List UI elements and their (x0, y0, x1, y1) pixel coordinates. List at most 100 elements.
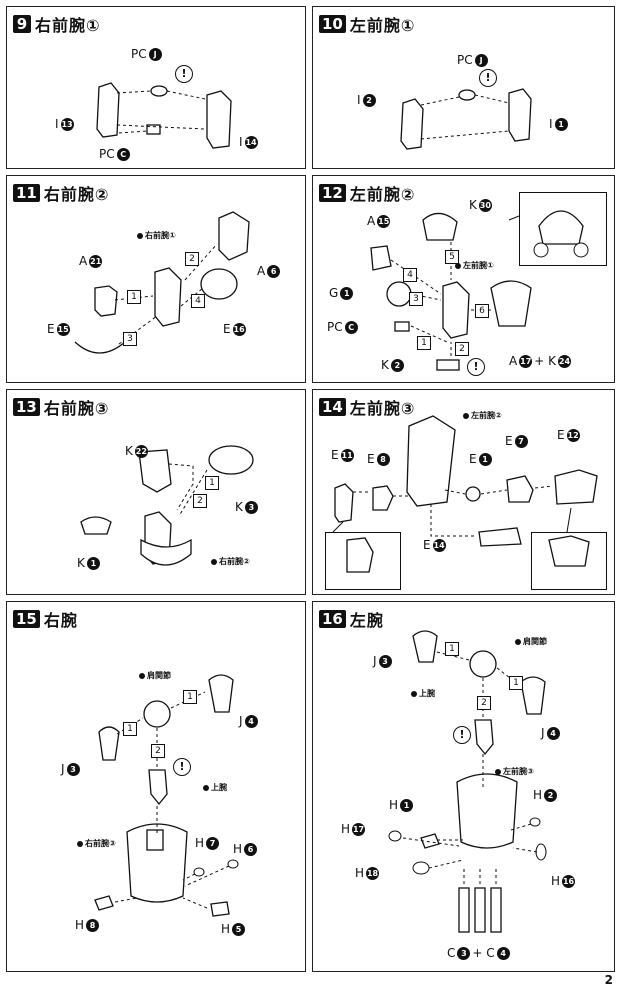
part-diagram (94, 674, 239, 917)
step-marker: 6 (475, 304, 489, 318)
step-number: 13 (13, 398, 40, 416)
step-title: 右前腕① (35, 16, 101, 35)
page-number: 2 (604, 973, 613, 987)
step-marker: 2 (185, 252, 199, 266)
panel-header: 13 右前腕③ (13, 395, 109, 419)
step-title: 右前腕② (43, 185, 110, 204)
caution-icon: ! (467, 358, 485, 376)
panel-header: 10 左前腕① (319, 12, 415, 36)
step-marker: 2 (193, 494, 207, 508)
reference-label: 肩関節 (515, 636, 547, 647)
reference-label: 右前腕① (137, 230, 176, 241)
panel-header: 12 左前腕② (319, 181, 415, 205)
step-title: 左前腕③ (349, 399, 416, 418)
step-marker: 1 (123, 722, 137, 736)
step-marker: 3 (123, 332, 137, 346)
step-marker: 1 (417, 336, 431, 350)
step-marker: 5 (445, 250, 459, 264)
step-marker: 2 (477, 696, 491, 710)
step-marker: 1 (127, 290, 141, 304)
part-diagram (80, 445, 254, 566)
step-number: 15 (13, 610, 40, 628)
step-number: 14 (319, 398, 346, 416)
step-number: 12 (319, 184, 346, 202)
step-number: 9 (13, 15, 31, 33)
reference-label: 左前腕② (463, 410, 502, 421)
step-marker: 1 (183, 690, 197, 704)
reference-label: 左前腕① (455, 260, 494, 271)
step-marker: 4 (191, 294, 205, 308)
part-diagram (388, 630, 547, 933)
part-diagram (74, 211, 250, 354)
step-marker: 4 (403, 268, 417, 282)
step-marker: 3 (409, 292, 423, 306)
reference-label: 左前腕③ (495, 766, 534, 777)
reference-label: 肩関節 (139, 670, 171, 681)
caution-icon: ! (453, 726, 471, 744)
reference-label: 上腕 (411, 688, 435, 699)
part-diagram (332, 415, 598, 573)
caution-icon: ! (173, 758, 191, 776)
panel-header: 16 左腕 (319, 607, 384, 631)
step-marker: 1 (205, 476, 219, 490)
panel-header: 15 右腕 (13, 607, 78, 631)
caution-icon: ! (175, 65, 193, 83)
part-diagram (400, 88, 532, 150)
step-title: 左前腕① (349, 16, 416, 35)
panel-header: 9 右前腕① (13, 12, 101, 36)
panel-header: 11 右前腕② (13, 181, 109, 205)
part-diagram (96, 82, 232, 149)
step-marker: 2 (455, 342, 469, 356)
step-title: 左前腕② (349, 185, 416, 204)
step-number: 11 (13, 184, 40, 202)
step-marker: 1 (509, 676, 523, 690)
step-title: 左腕 (349, 611, 384, 630)
step-number: 10 (319, 15, 346, 33)
reference-label: 上腕 (203, 782, 227, 793)
panel-header: 14 左前腕③ (319, 395, 415, 419)
